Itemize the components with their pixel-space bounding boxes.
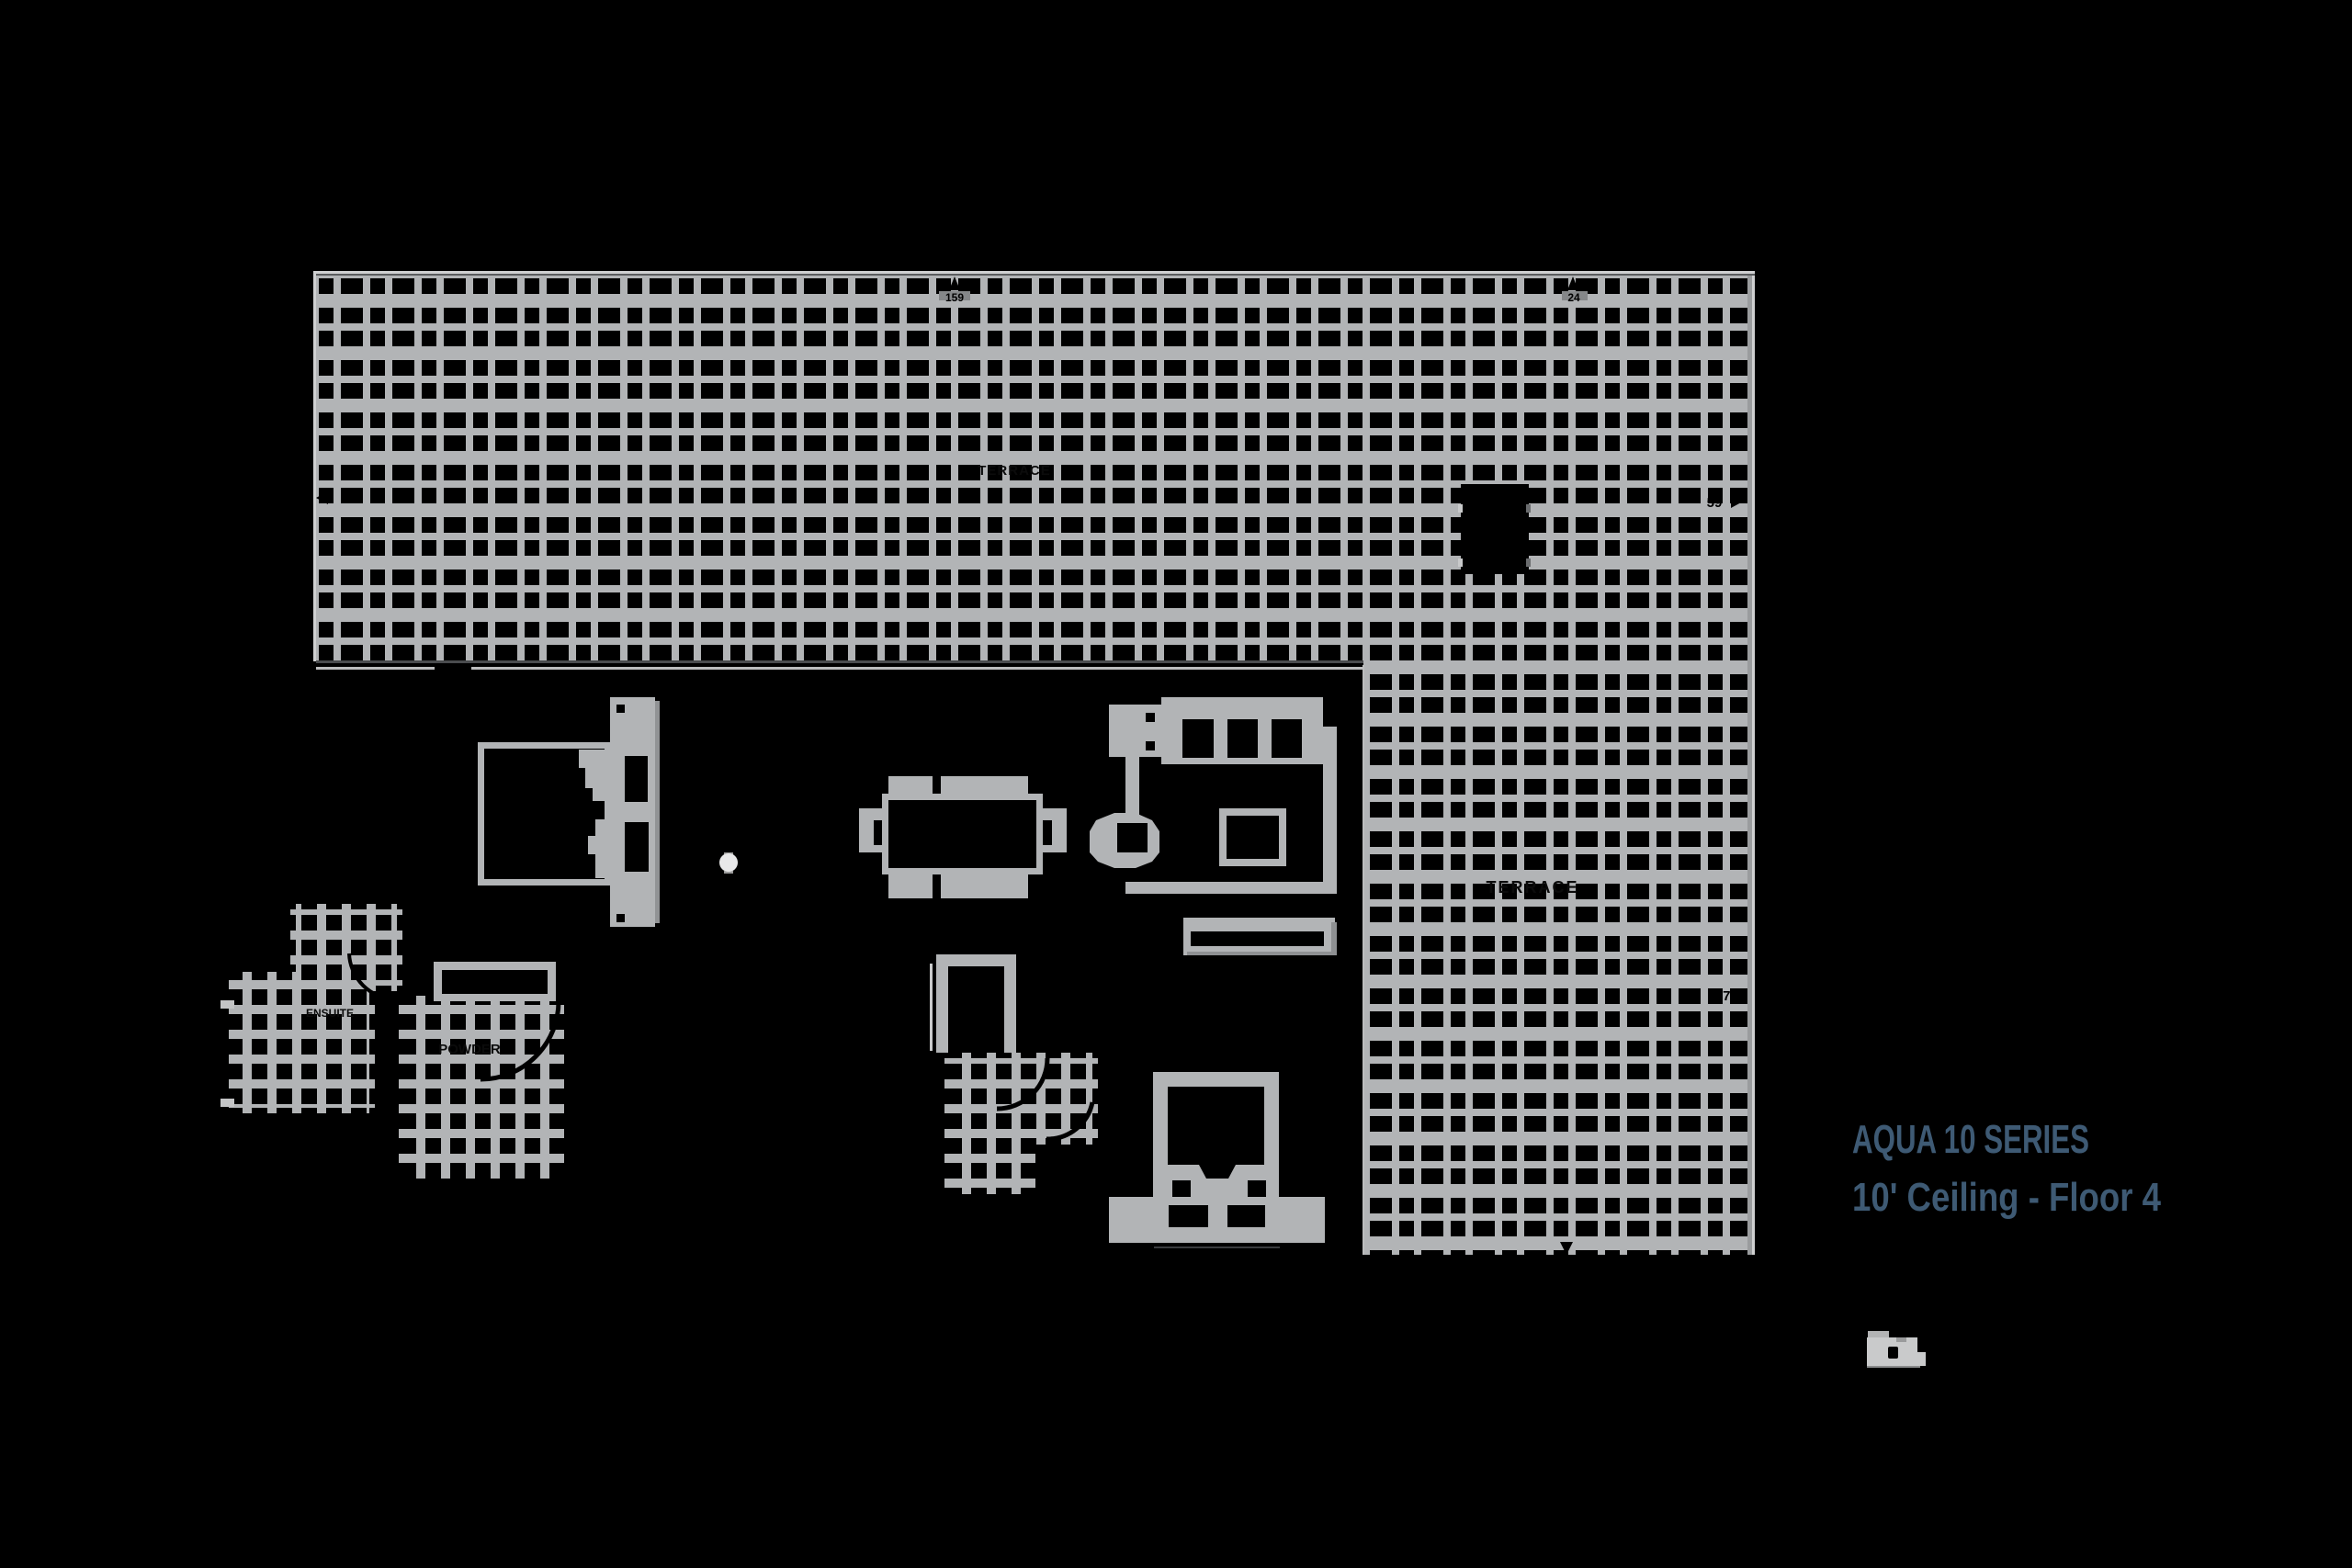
svg-text:AQUA 10 SERIES: AQUA 10 SERIES — [1852, 1117, 2089, 1162]
svg-text:POWDER: POWDER — [438, 1042, 501, 1057]
svg-text:59: 59 — [1707, 495, 1723, 511]
svg-text:TERRACE: TERRACE — [978, 463, 1051, 479]
svg-text:ENSUITE: ENSUITE — [306, 1007, 354, 1020]
svg-text:10' Ceiling - Floor 4: 10' Ceiling - Floor 4 — [1852, 1175, 2161, 1220]
svg-text:TERRACE: TERRACE — [1486, 878, 1578, 897]
svg-text:159: 159 — [945, 291, 964, 304]
svg-text:24: 24 — [1567, 291, 1580, 304]
svg-text:157: 157 — [1707, 988, 1730, 1004]
